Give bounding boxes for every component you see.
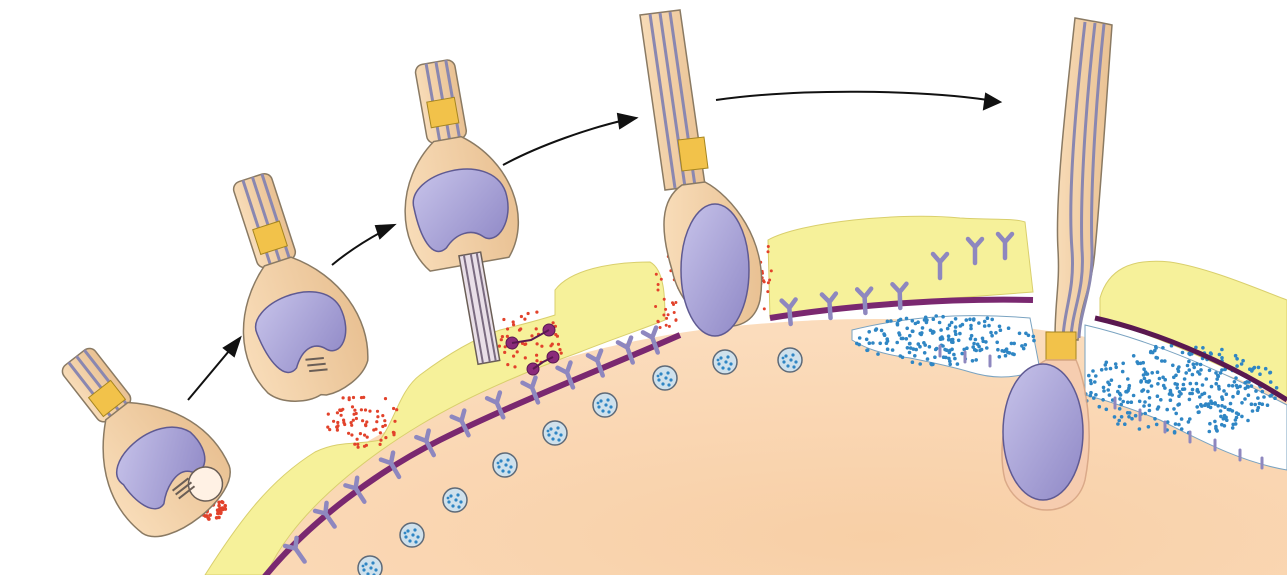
sperm-stage-2 bbox=[195, 159, 380, 415]
cortical-granule-icon bbox=[653, 366, 677, 390]
cortical-granule-icon bbox=[358, 556, 382, 575]
cortical-granule-icon bbox=[713, 350, 737, 374]
cortical-granule-icon bbox=[778, 348, 802, 372]
cortical-granule-icon bbox=[443, 488, 467, 512]
midpiece-icon bbox=[427, 97, 459, 127]
arrow-icon bbox=[716, 92, 1000, 109]
midpiece-icon bbox=[1046, 332, 1076, 360]
midpiece-icon bbox=[678, 137, 708, 171]
arrow-icon bbox=[188, 338, 240, 400]
arrow-icon bbox=[503, 114, 636, 165]
cortical-granule-icon bbox=[493, 453, 517, 477]
cortical-granule-icon bbox=[400, 523, 424, 547]
cortical-granule-icon bbox=[593, 393, 617, 417]
sperm-stage-1 bbox=[29, 322, 245, 553]
arrow-icon bbox=[332, 225, 394, 265]
sperm-stage-3 bbox=[379, 52, 542, 372]
cortical-granule-icon bbox=[543, 421, 567, 445]
